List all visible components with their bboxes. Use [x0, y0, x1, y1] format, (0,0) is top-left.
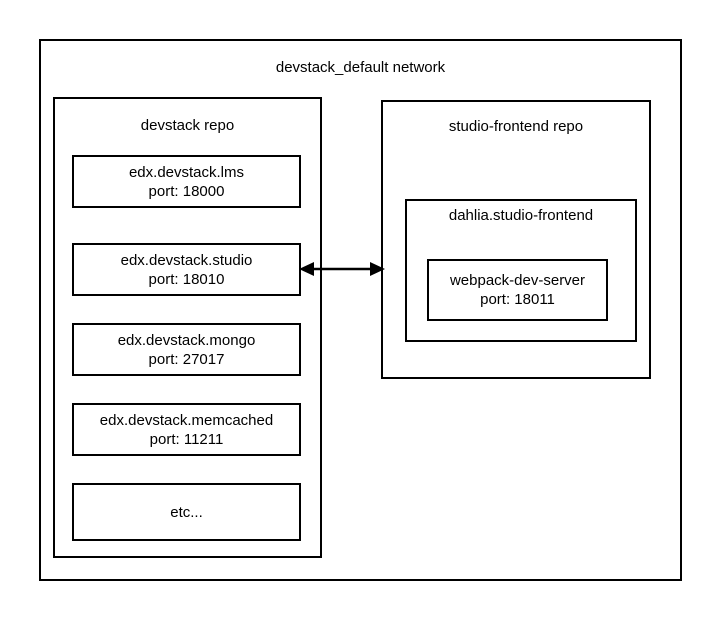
network-title: devstack_default network — [275, 59, 446, 76]
service-box-etc: etc... — [72, 483, 301, 541]
service-name: edx.devstack.lms — [128, 163, 245, 181]
service-name: edx.devstack.studio — [120, 251, 253, 269]
service-box-memcached: edx.devstack.memcached port: 11211 — [72, 403, 301, 456]
devstack-repo-title: devstack repo — [140, 117, 235, 134]
bidirectional-arrow-icon — [299, 262, 385, 276]
service-port: port: 18010 — [148, 270, 225, 288]
service-box-studio: edx.devstack.studio port: 18010 — [72, 243, 301, 296]
service-name: edx.devstack.mongo — [117, 331, 256, 349]
service-name: edx.devstack.memcached — [99, 411, 274, 429]
service-port: port: 11211 — [149, 430, 224, 448]
service-name: etc... — [170, 503, 203, 521]
service-name: webpack-dev-server — [449, 272, 586, 289]
connector-studio-to-frontend — [296, 255, 388, 283]
studio-frontend-repo-title: studio-frontend repo — [448, 118, 584, 135]
service-box-lms: edx.devstack.lms port: 18000 — [72, 155, 301, 208]
service-box-mongo: edx.devstack.mongo port: 27017 — [72, 323, 301, 376]
service-box-webpack-dev-server: webpack-dev-server port: 18011 — [427, 259, 608, 321]
service-port: port: 18011 — [480, 291, 555, 308]
service-port: port: 27017 — [148, 350, 225, 368]
service-port: port: 18000 — [148, 182, 225, 200]
dahlia-container-title: dahlia.studio-frontend — [448, 207, 594, 224]
